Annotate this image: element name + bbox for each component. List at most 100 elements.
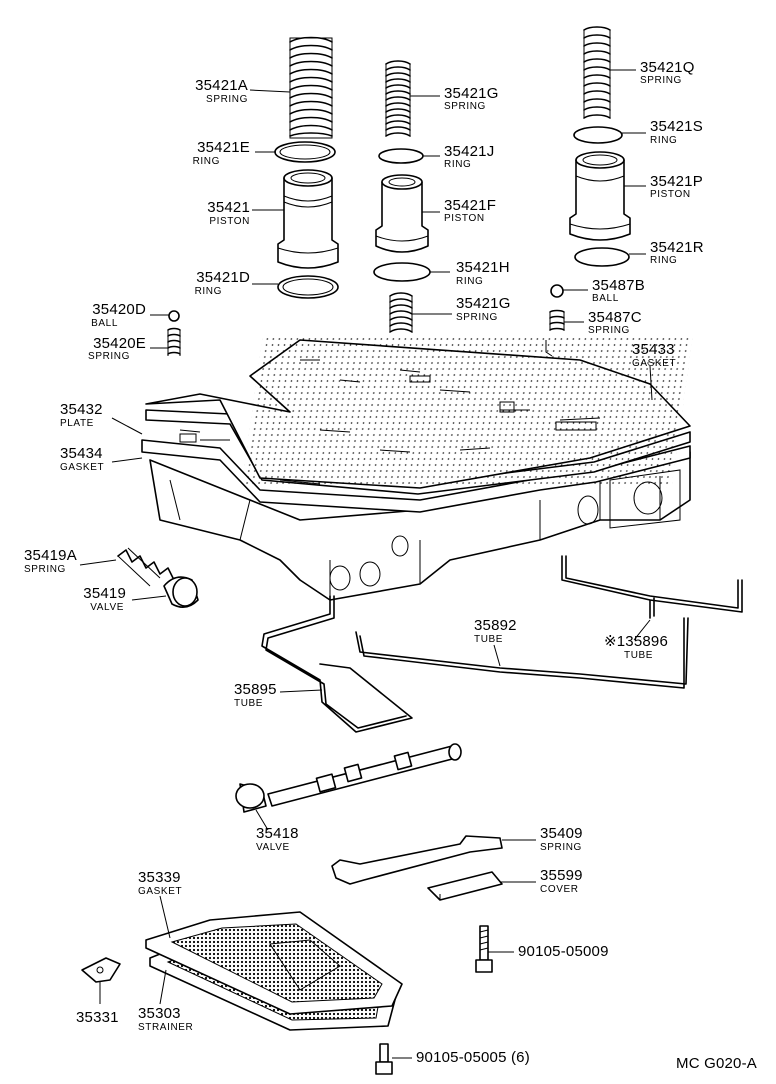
label-35421a-part-no: 35421A <box>195 77 248 94</box>
label-35418-name: VALVE <box>256 842 290 853</box>
spring-35409-drawing <box>331 835 503 885</box>
spring-35421g-top-drawing <box>385 60 411 137</box>
ball-35420d-drawing <box>168 310 180 322</box>
label-35421j-name: RING <box>444 159 471 170</box>
label-35421q-part-no: 35421Q <box>640 59 695 76</box>
label-35433-name: GASKET <box>632 358 676 369</box>
label-35421h-name: RING <box>456 276 483 287</box>
spring-35487c-drawing <box>549 309 565 331</box>
label-35892-part-no: 35892 <box>474 617 517 634</box>
label-35487b-name: BALL <box>592 293 619 304</box>
label-90105-05009: 90105-05009 <box>518 943 609 960</box>
label-35421d-name: RING <box>195 286 222 297</box>
label-35432-name: PLATE <box>60 418 94 429</box>
piston-35421-drawing <box>277 169 339 269</box>
bolt-90105-05009-drawing <box>475 925 493 973</box>
label-35487c-part-no: 35487C <box>588 309 642 326</box>
spring-35421q-drawing <box>583 26 611 119</box>
label-35421s-name: RING <box>650 135 677 146</box>
ring-35421s-drawing <box>573 126 623 144</box>
callout-labels: 35421A SPRING 35421E RING 35421 PISTON 3… <box>24 59 757 1072</box>
label-35421d-part-no: 35421D <box>196 269 250 286</box>
label-35421q-name: SPRING <box>640 75 682 86</box>
piston-35421p-drawing <box>569 151 631 241</box>
label-35420d-name: BALL <box>91 318 118 329</box>
label-35599-part-no: 35599 <box>540 867 583 884</box>
label-35420e-name: SPRING <box>88 351 130 362</box>
label-35487c-name: SPRING <box>588 325 630 336</box>
label-35420d-part-no: 35420D <box>92 301 146 318</box>
label-35421g-low-part-no: 35421G <box>456 295 511 312</box>
cover-35599-drawing <box>427 871 503 901</box>
label-35487b-part-no: 35487B <box>592 277 645 294</box>
label-35421f-part-no: 35421F <box>444 197 496 214</box>
label-35421j-part-no: 35421J <box>444 143 494 160</box>
label-35418-part-no: 35418 <box>256 825 299 842</box>
ring-35421e-inner <box>279 144 331 160</box>
ring-35421d-inner <box>282 278 334 296</box>
label-35419a-name: SPRING <box>24 564 66 575</box>
spring-35420e-drawing <box>167 327 181 356</box>
leader-lines <box>79 69 653 1059</box>
label-35599-name: COVER <box>540 884 579 895</box>
label-35421e-part-no: 35421E <box>197 139 250 156</box>
label-35421r-part-no: 35421R <box>650 239 704 256</box>
label-35421h-part-no: 35421H <box>456 259 510 276</box>
spring-35421g-low-drawing <box>389 292 413 333</box>
bolt-90105-05005-drawing <box>375 1043 393 1075</box>
label-35339-name: GASKET <box>138 886 182 897</box>
label-35339-part-no: 35339 <box>138 869 181 886</box>
label-35895-name: TUBE <box>234 698 263 709</box>
part-35331-drawing <box>81 957 121 983</box>
tube-135896-drop <box>649 597 655 619</box>
label-35421-part-no: 35421 <box>207 199 250 216</box>
label-35421r-name: RING <box>650 255 677 266</box>
label-35421f-name: PISTON <box>444 213 485 224</box>
label-35434-part-no: 35434 <box>60 445 103 462</box>
label-35419a-part-no: 35419A <box>24 547 77 564</box>
valve-body-drawing <box>141 338 693 601</box>
label-35421e-name: RING <box>193 156 220 167</box>
tube-135896-drawing <box>561 555 743 613</box>
label-35421s-part-no: 35421S <box>650 118 703 135</box>
label-135896-part-no: ※135896 <box>604 633 668 650</box>
label-35421p-part-no: 35421P <box>650 173 703 190</box>
label-35421-name: PISTON <box>209 216 250 227</box>
ring-35421j-drawing <box>378 148 424 164</box>
ring-35421d-drawing <box>277 275 339 299</box>
label-35303-part-no: 35303 <box>138 1005 181 1022</box>
valve-35418-drawing <box>235 743 462 813</box>
ring-35421h-drawing <box>373 262 431 282</box>
tube-35895-drawing <box>261 595 413 733</box>
label-35331-part-no: 35331 <box>76 1009 119 1026</box>
label-35409-part-no: 35409 <box>540 825 583 842</box>
spring-35421a-drawing <box>289 36 333 139</box>
label-90105-05005: 90105-05005 (6) <box>416 1049 530 1066</box>
label-35421g-top-name: SPRING <box>444 101 486 112</box>
label-35421p-name: PISTON <box>650 189 691 200</box>
label-35892-name: TUBE <box>474 634 503 645</box>
diagram-code: MC G020-A <box>676 1055 757 1072</box>
part-35331-hole <box>96 966 104 974</box>
label-35303-name: STRAINER <box>138 1022 193 1033</box>
label-35420e-part-no: 35420E <box>93 335 146 352</box>
piston-35421f-drawing <box>375 174 429 253</box>
label-135896-name: TUBE <box>624 650 653 661</box>
label-35433-part-no: 35433 <box>632 341 675 358</box>
ring-35421r-drawing <box>574 247 630 267</box>
label-35409-name: SPRING <box>540 842 582 853</box>
label-35421a-name: SPRING <box>206 94 248 105</box>
label-35432-part-no: 35432 <box>60 401 103 418</box>
label-35895-part-no: 35895 <box>234 681 277 698</box>
label-35434-name: GASKET <box>60 462 104 473</box>
label-35421g-top-part-no: 35421G <box>444 85 499 102</box>
label-35419-name: VALVE <box>90 602 124 613</box>
ball-35487b-drawing <box>550 284 564 298</box>
valve-35419-drawing <box>163 576 199 608</box>
spring-35419a-drawing <box>117 547 175 587</box>
label-35421g-low-name: SPRING <box>456 312 498 323</box>
tube-35892-drawing <box>355 617 689 689</box>
label-35419-part-no: 35419 <box>83 585 126 602</box>
gasket-35339-drawing <box>145 911 403 1015</box>
